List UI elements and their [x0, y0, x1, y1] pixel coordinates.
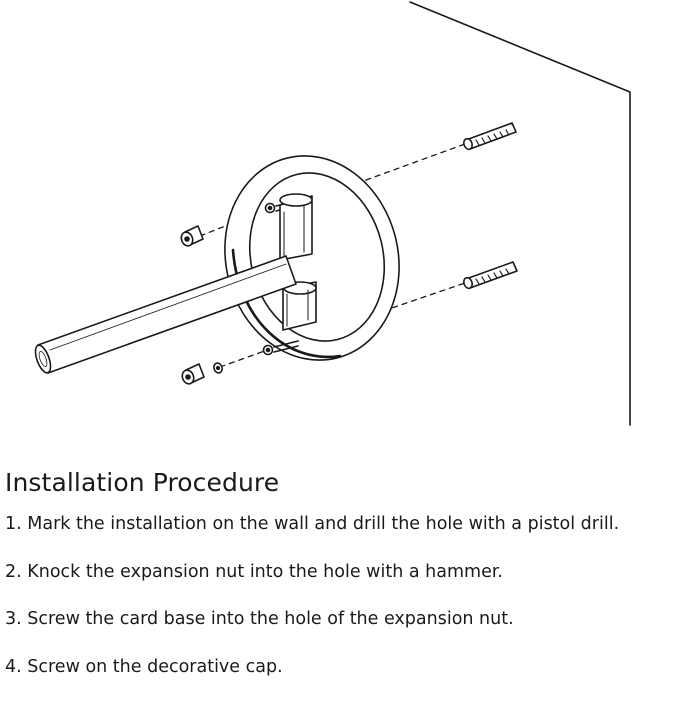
base-plate: [224, 155, 400, 361]
lower-expansion-anchor: [462, 261, 518, 290]
upper-decorative-cap: [180, 225, 204, 247]
installation-diagram: [34, 1, 631, 426]
wall-outline: [409, 1, 631, 426]
procedure-step-1: 1. Mark the installation on the wall and…: [5, 514, 620, 534]
rod: [34, 255, 297, 374]
lower-plate-screw: [262, 340, 299, 356]
procedure-step-2: 2. Knock the expansion nut into the hole…: [5, 561, 503, 582]
procedure-step-3: 3. Screw the card base into the hole of …: [5, 609, 514, 629]
upper-coupling: [279, 193, 313, 261]
lower-decorative-cap: [181, 362, 223, 385]
procedure-steps: 1. Mark the installation on the wall and…: [5, 514, 619, 704]
lower-coupling: [282, 281, 317, 331]
upper-expansion-anchor: [462, 122, 517, 151]
procedure-heading: Installation Procedure: [5, 468, 280, 497]
procedure-step-4: 4. Screw on the decorative cap.: [5, 656, 283, 677]
